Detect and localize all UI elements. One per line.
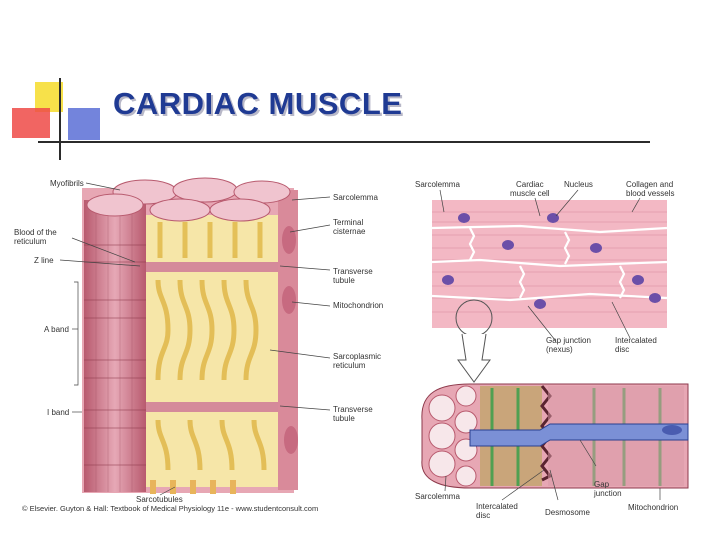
label-mitochondrion-bottom: Mitochondrion <box>628 503 678 512</box>
label-desmosome: Desmosome <box>545 508 590 517</box>
label-gap-junction-bottom: Gap junction <box>594 480 622 498</box>
label-sarcolemma-bottom: Sarcolemma <box>415 492 460 501</box>
label-nucleus: Nucleus <box>564 180 593 189</box>
label-intercalated-disc-top: Intercalated disc <box>615 336 657 354</box>
label-sarcolemma-top: Sarcolemma <box>415 180 460 189</box>
disc-cutaway <box>422 384 688 488</box>
label-collagen-blood-vessels: Collagen and blood vessels <box>626 180 674 198</box>
magnify-arrow <box>458 334 490 382</box>
label-cardiac-muscle-cell: Cardiac muscle cell <box>510 180 550 198</box>
label-intercalated-disc-bottom: Intercalated disc <box>476 502 518 520</box>
label-gap-junction-nexus: Gap junction (nexus) <box>546 336 591 354</box>
